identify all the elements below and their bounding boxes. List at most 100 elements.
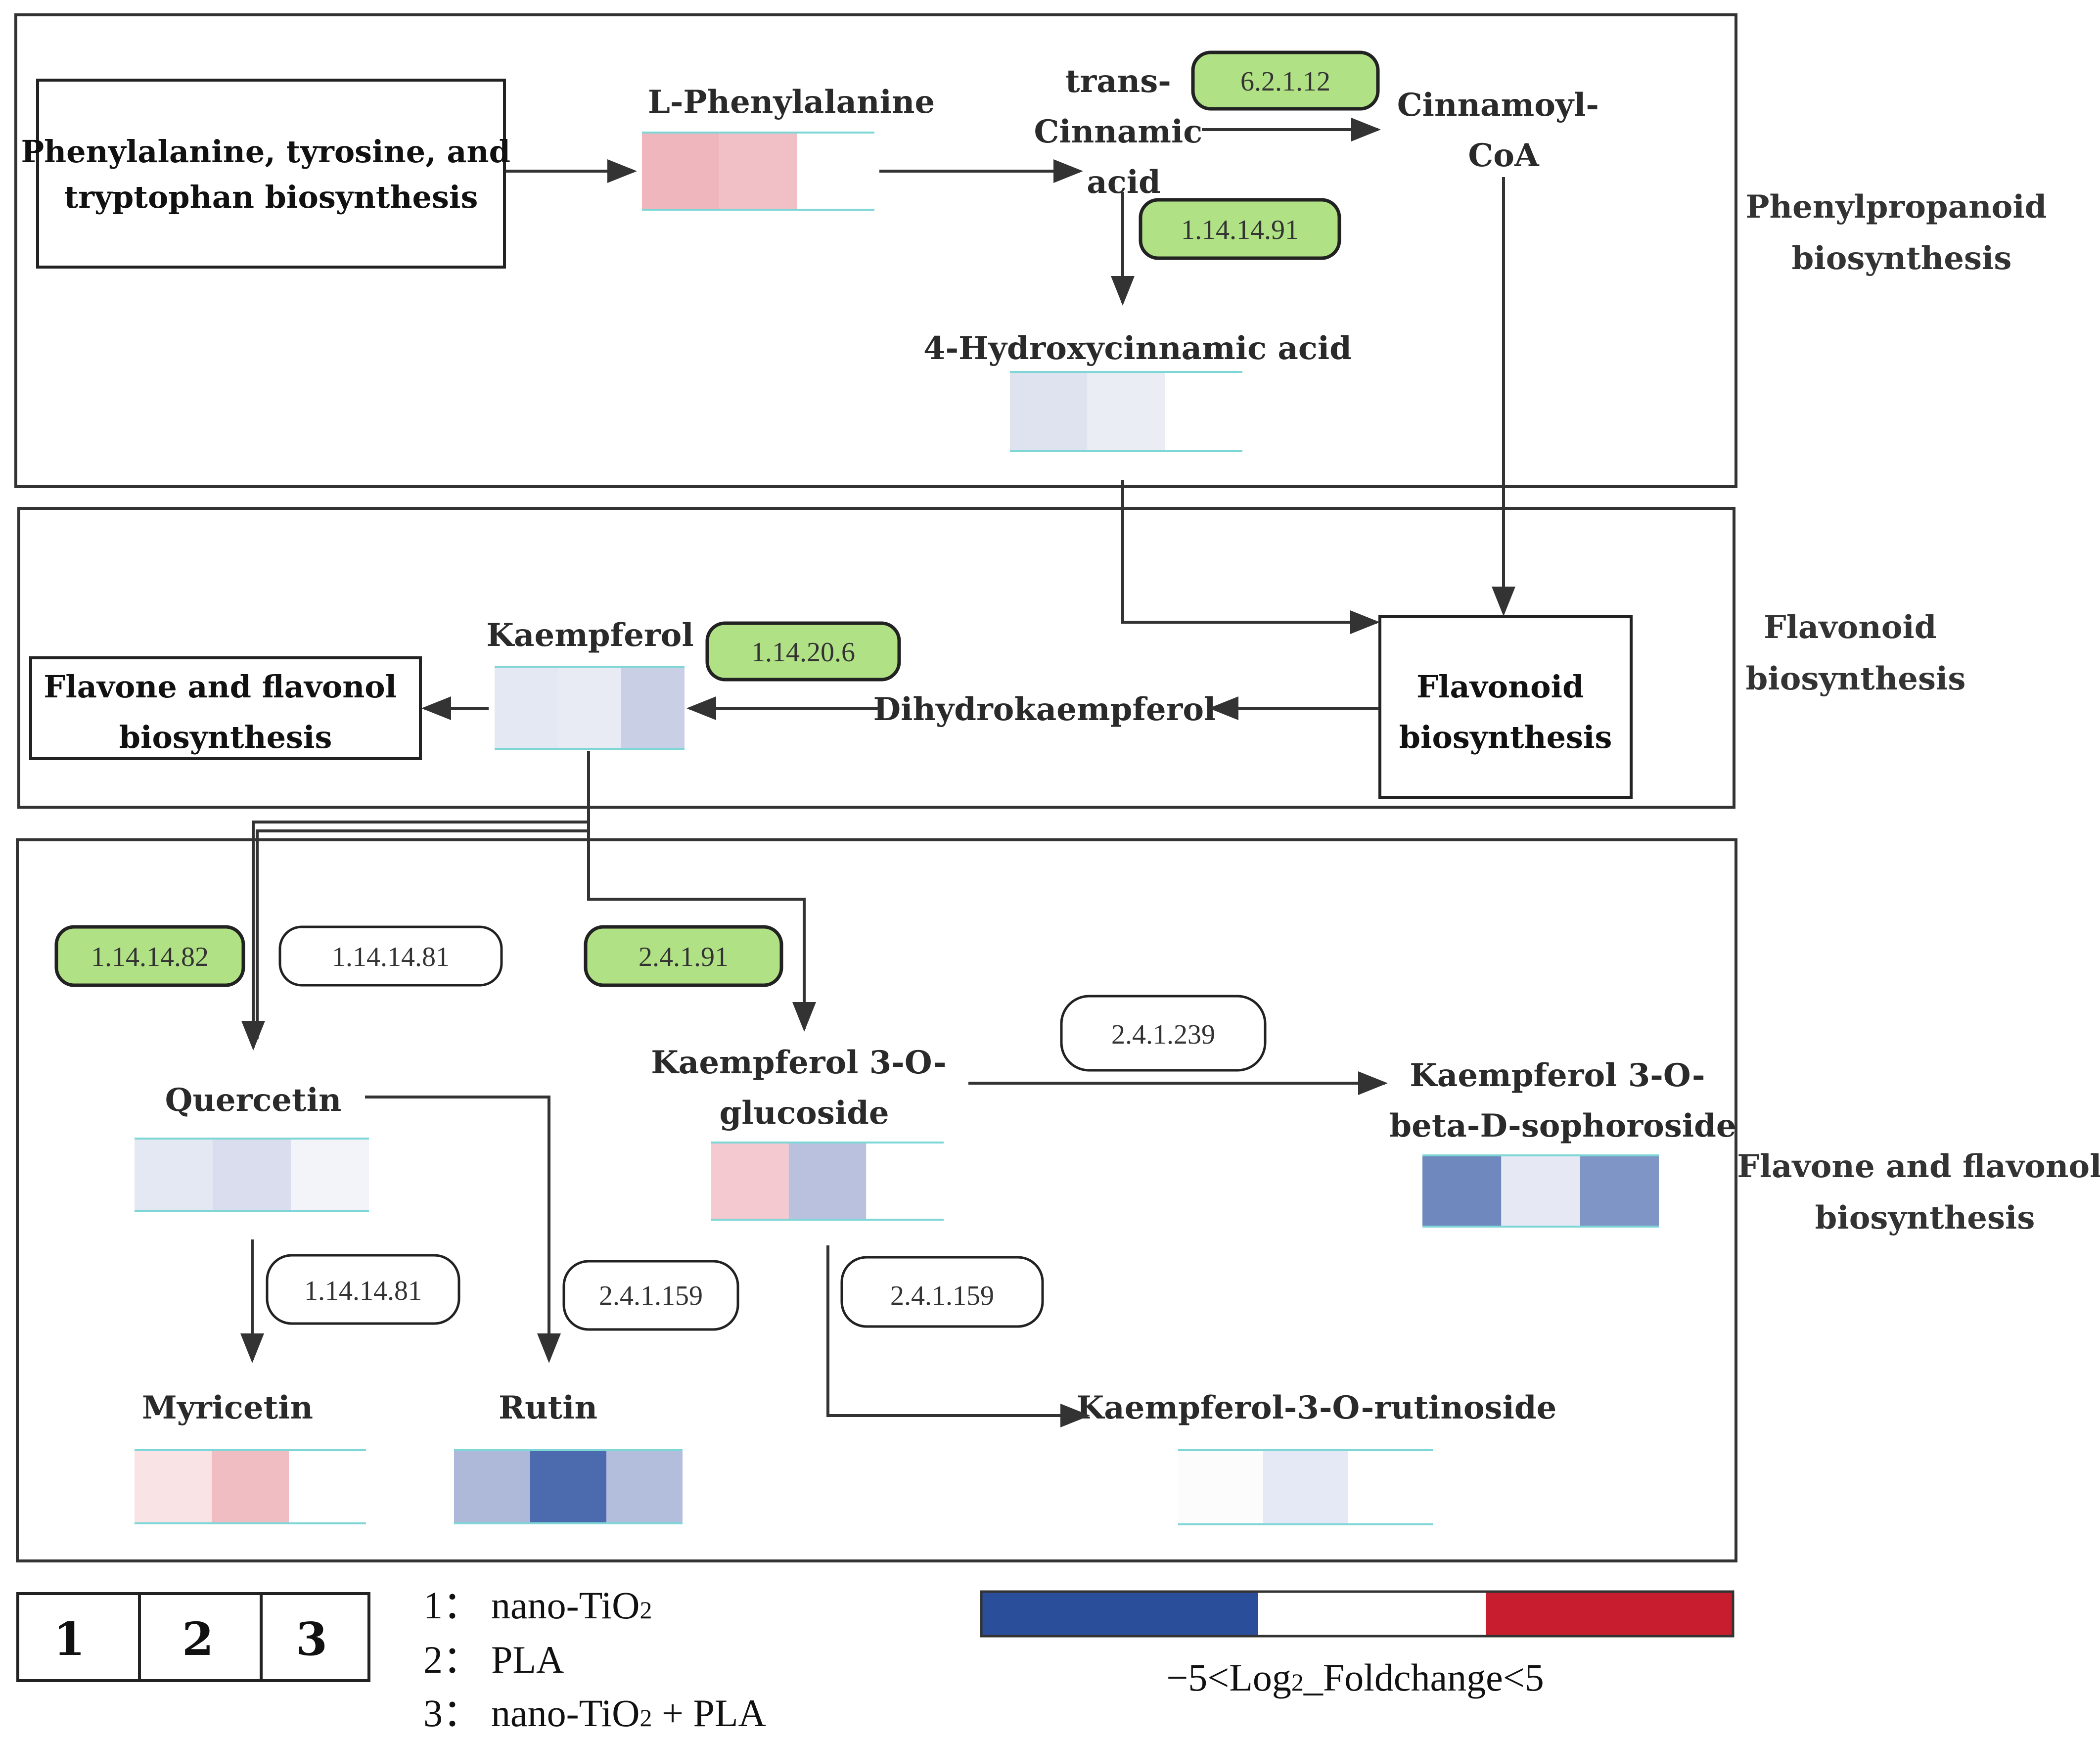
pathway-box-flavonoid[interactable]: Flavonoid biosynthesis <box>1378 615 1633 799</box>
heatmap-cell-1 <box>454 1450 530 1523</box>
heatmap-cell-2 <box>719 133 797 210</box>
legend-item-3: 3：nano-TiO2 + PLA <box>423 1692 766 1735</box>
heatmap-cell-2 <box>788 1143 867 1220</box>
svg-text:1.14.20.6: 1.14.20.6 <box>751 637 855 668</box>
heatmap-cell-3 <box>606 1450 683 1523</box>
heatmap-cell-3 <box>1580 1155 1659 1227</box>
section-label-flavonoid: Flavonoid biosynthesis <box>1746 609 1966 697</box>
compound-label-kaempferol-3-o-glucoside: Kaempferol 3-O- glucoside <box>651 1044 958 1132</box>
compound-label-kaempferol-sophoroside: Kaempferol 3-O- beta-D-sophoroside <box>1389 1057 1736 1144</box>
compound-label-dihydrokaempferol: Dihydrokaempferol <box>873 691 1216 728</box>
arrow-4-hydroxycinnamic-to-flavonoid <box>1121 480 1380 634</box>
heatmap-cell-1 <box>135 1139 213 1211</box>
heatmap-cell-2 <box>1087 372 1165 451</box>
svg-text:Flavone and flavonol bio: Flavone and flavonol biosynthesis <box>44 669 408 755</box>
svg-text:2.4.1.159: 2.4.1.159 <box>890 1281 994 1311</box>
legend-column-3: 3 <box>296 1612 327 1666</box>
legend-treatments: 1：nano-TiO2 2：PLA 3：nano-TiO2 + PLA <box>423 1584 766 1735</box>
svg-text:2.4.1.91: 2.4.1.91 <box>639 942 729 972</box>
heatmap-kaempferol-rutinoside <box>1178 1449 1433 1525</box>
enzyme-2-4-1-159-a[interactable]: 2.4.1.159 <box>562 1260 739 1331</box>
arrow-kaempferol-to-3-o-glucoside <box>587 751 816 1032</box>
section-label-flavone-flavonol: Flavone and flavonol biosynthesis <box>1737 1148 2100 1236</box>
heatmap-cell-3 <box>289 1450 366 1523</box>
svg-text:1.14.14.82: 1.14.14.82 <box>91 942 209 972</box>
heatmap-cell-3 <box>621 667 685 749</box>
heatmap-kaempferol-3-o-glucoside <box>711 1142 944 1221</box>
color-scale-white <box>1258 1592 1486 1636</box>
legend-column-key: 1 2 3 <box>16 1592 370 1682</box>
enzyme-2-4-1-239[interactable]: 2.4.1.239 <box>1060 995 1267 1072</box>
compound-label-cinnamoyl-coa: Cinnamoyl- CoA <box>1397 87 1610 174</box>
enzyme-1-14-14-91[interactable]: 1.14.14.91 <box>1139 198 1341 260</box>
enzyme-1-14-14-82[interactable]: 1.14.14.82 <box>54 925 245 987</box>
color-scale-red <box>1486 1592 1733 1636</box>
enzyme-1-14-14-81-b[interactable]: 1.14.14.81 <box>266 1254 460 1325</box>
heatmap-rutin <box>454 1449 683 1524</box>
svg-text:6.2.1.12: 6.2.1.12 <box>1240 66 1330 97</box>
panel-flavone-flavonol <box>16 838 1737 1562</box>
pathway-box-flavone-flavonol[interactable]: Flavone and flavonol biosynthesis <box>29 656 422 760</box>
arrow-kaempferol-to-quercetin <box>241 751 590 1051</box>
arrow-quercetin-to-rutin <box>365 1096 561 1363</box>
legend-column-2: 2 <box>182 1612 214 1666</box>
panel-phenylpropanoid <box>14 13 1737 488</box>
svg-text:Flavonoid biosynthesis: Flavonoid biosynthesis <box>1399 669 1612 755</box>
legend-column-1: 1 <box>53 1612 85 1666</box>
panel-flavonoid <box>17 507 1735 809</box>
color-scale-blue <box>981 1592 1258 1636</box>
heatmap-cell-3 <box>797 133 874 210</box>
heatmap-myricetin <box>135 1449 366 1524</box>
heatmap-cell-2 <box>558 667 621 749</box>
compound-label-rutin: Rutin <box>499 1389 597 1426</box>
legend-item-2: 2：PLA <box>423 1638 564 1681</box>
heatmap-kaempferol <box>495 666 685 750</box>
enzyme-2-4-1-159-b[interactable]: 2.4.1.159 <box>840 1256 1044 1328</box>
heatmap-kaempferol-sophoroside <box>1422 1154 1659 1228</box>
enzyme-1-14-14-81-a[interactable]: 1.14.14.81 <box>278 925 503 987</box>
compound-label-quercetin: Quercetin <box>165 1082 342 1119</box>
heatmap-quercetin <box>135 1138 369 1212</box>
enzyme-6-2-1-12[interactable]: 6.2.1.12 <box>1191 50 1380 111</box>
heatmap-cell-2 <box>530 1450 606 1523</box>
svg-text:1.14.14.81: 1.14.14.81 <box>304 1276 422 1306</box>
legend-item-1: 1：nano-TiO2 <box>423 1584 652 1627</box>
compound-label-trans-cinnamic-acid: trans- Cinnamic acid <box>1034 63 1213 201</box>
heatmap-cell-3 <box>1165 372 1242 451</box>
enzyme-1-14-20-6[interactable]: 1.14.20.6 <box>705 621 901 682</box>
section-label-phenylpropanoid: Phenylpropanoid biosynthesis <box>1745 188 2057 277</box>
heatmap-cell-2 <box>213 1139 291 1211</box>
color-scale-label: −5<Log2_Foldchange<5 <box>1166 1656 1544 1699</box>
heatmap-cell-1 <box>135 1450 212 1523</box>
heatmap-cell-1 <box>495 667 558 749</box>
pathway-box-phe-tyr-trp[interactable]: Phenylalanine, tyrosine, and tryptophan … <box>21 79 521 269</box>
svg-text:Phenylalanine, tyrosine, and: Phenylalanine, tyrosine, and tryptophan … <box>21 134 521 215</box>
compound-label-kaempferol: Kaempferol <box>486 617 693 654</box>
svg-text:2.4.1.239: 2.4.1.239 <box>1111 1019 1215 1050</box>
heatmap-cell-1 <box>642 133 720 210</box>
compound-label-myricetin: Myricetin <box>142 1389 313 1426</box>
heatmap-cell-2 <box>1501 1155 1580 1227</box>
heatmap-cell-1 <box>1178 1450 1263 1524</box>
compound-label-kaempferol-rutinoside: Kaempferol-3-O-rutinoside <box>1077 1389 1557 1426</box>
heatmap-cell-1 <box>1010 372 1088 451</box>
color-scale: −5<Log2_Foldchange<5 <box>980 1590 1735 1699</box>
arrow-3-o-glucoside-to-rutinoside <box>826 1245 1090 1427</box>
heatmap-cell-2 <box>212 1450 289 1523</box>
enzyme-2-4-1-91[interactable]: 2.4.1.91 <box>584 925 783 987</box>
heatmap-cell-2 <box>1263 1450 1348 1524</box>
svg-text:1.14.14.91: 1.14.14.91 <box>1181 215 1299 245</box>
svg-text:1.14.14.81: 1.14.14.81 <box>332 942 450 972</box>
heatmap-4-hydroxycinnamic-acid <box>1010 371 1242 452</box>
color-scale-outline <box>980 1590 1735 1638</box>
compound-label-l-phenylalanine: L-Phenylalanine <box>648 84 935 121</box>
heatmap-cell-3 <box>866 1143 944 1220</box>
svg-text:2.4.1.159: 2.4.1.159 <box>599 1281 703 1311</box>
heatmap-cell-3 <box>1348 1450 1433 1524</box>
heatmap-l-phenylalanine <box>642 132 874 211</box>
heatmap-cell-1 <box>711 1143 789 1220</box>
heatmap-cell-3 <box>291 1139 369 1211</box>
heatmap-cell-1 <box>1422 1155 1502 1227</box>
compound-label-4-hydroxycinnamic-acid: 4-Hydroxycinnamic acid <box>923 330 1352 367</box>
